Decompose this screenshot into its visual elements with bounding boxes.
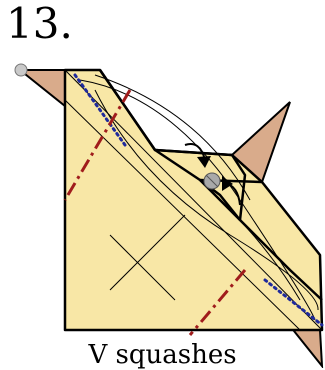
pleat-edge — [98, 69, 323, 301]
pleat-edge — [230, 154, 247, 221]
step-number: 13. — [6, 0, 73, 48]
diagram-creases — [64, 69, 323, 331]
squash-arrows — [184, 143, 241, 206]
arrowhead-icon — [197, 156, 211, 168]
valley-folds — [73, 73, 324, 327]
mountain-fold-line — [63, 89, 132, 201]
curved-layer — [94, 74, 251, 201]
pleat-edge — [154, 148, 233, 157]
target-mark — [205, 174, 219, 188]
curved-layer — [94, 89, 319, 311]
diagonal-crease — [64, 99, 301, 331]
mountain-folds — [63, 89, 247, 336]
valley-fold-line — [73, 73, 127, 147]
valley-fold-line — [263, 278, 324, 327]
cross-crease — [109, 234, 176, 301]
top-left-flap — [17, 69, 66, 109]
arrowhead-icon — [222, 176, 233, 191]
cross-crease — [109, 214, 186, 291]
reference-dot — [14, 63, 28, 77]
step-caption: V squashes — [88, 340, 237, 370]
